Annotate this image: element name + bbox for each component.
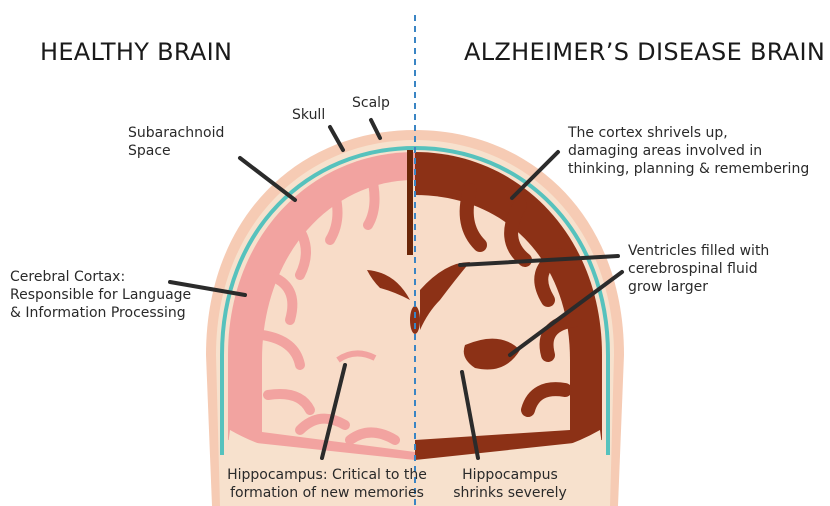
cortex-label-line: Responsible for Language — [10, 286, 191, 304]
cortex-shrivels-label: The cortex shrivels up, damaging areas i… — [568, 124, 809, 178]
hippocampus-healthy-label: Hippocampus: Critical to the formation o… — [212, 466, 442, 502]
subarachnoid-label-line: Subarachnoid — [128, 124, 224, 142]
healthy-brain-title: HEALTHY BRAIN — [40, 38, 232, 66]
hippocampus-healthy-line: Hippocampus: Critical to the — [212, 466, 442, 484]
hippocampus-ad-label: Hippocampus shrinks severely — [440, 466, 580, 502]
hippocampus-ad-line: Hippocampus — [440, 466, 580, 484]
ventricles-label-line: cerebrospinal fluid — [628, 260, 769, 278]
midline-ventricle — [410, 306, 420, 334]
subarachnoid-label: Subarachnoid Space — [128, 124, 224, 160]
alzheimers-brain-title: ALZHEIMER’S DISEASE BRAIN — [464, 38, 825, 66]
cortex-shrivels-line: damaging areas involved in — [568, 142, 809, 160]
ventricles-label: Ventricles filled with cerebrospinal flu… — [628, 242, 769, 296]
hippocampus-ad-line: shrinks severely — [440, 484, 580, 502]
skull-label: Skull — [292, 106, 325, 124]
cortex-label-line: Cerebral Cortax: — [10, 268, 191, 286]
cerebral-cortex-label: Cerebral Cortax: Responsible for Languag… — [10, 268, 191, 322]
cortex-shrivels-line: thinking, planning & remembering — [568, 160, 809, 178]
scalp-label: Scalp — [352, 94, 390, 112]
ventricles-label-line: Ventricles filled with — [628, 242, 769, 260]
cortex-label-line: & Information Processing — [10, 304, 191, 322]
subarachnoid-label-line: Space — [128, 142, 224, 160]
cortex-shrivels-line: The cortex shrivels up, — [568, 124, 809, 142]
hippocampus-healthy-line: formation of new memories — [212, 484, 442, 502]
ventricles-label-line: grow larger — [628, 278, 769, 296]
